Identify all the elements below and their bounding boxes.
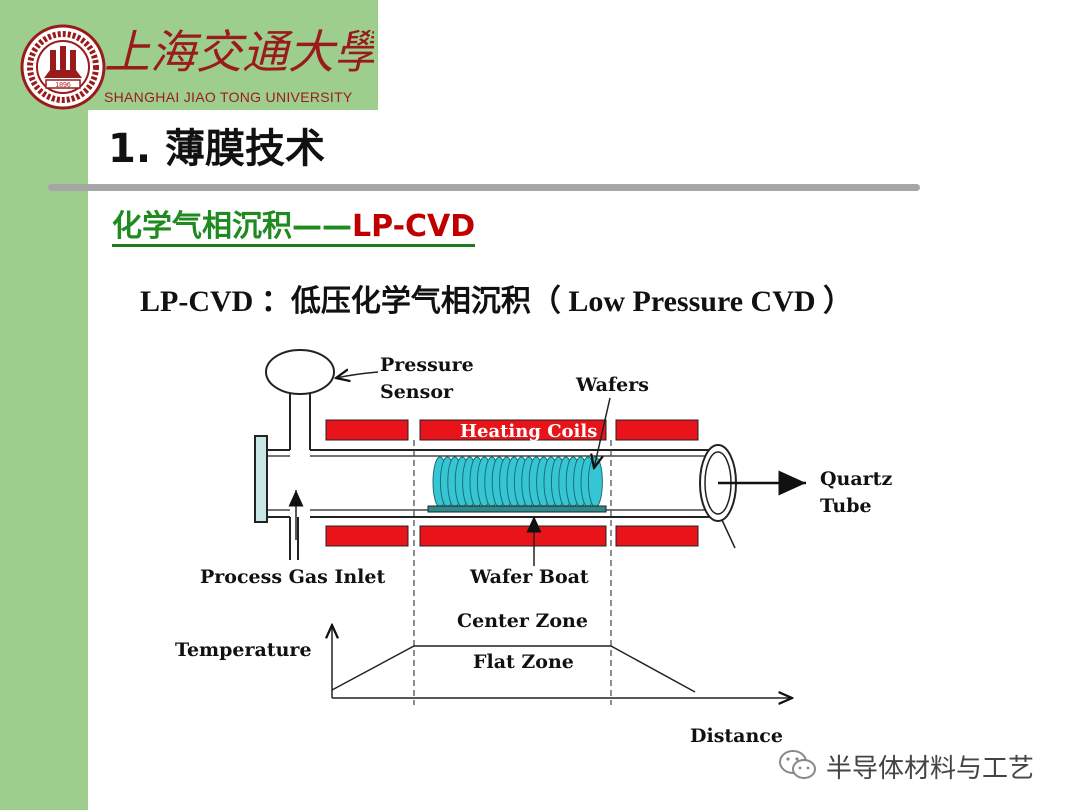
wechat-icon bbox=[779, 750, 816, 779]
label-heating-coils: Heating Coils bbox=[460, 421, 597, 442]
heater-bottom-right bbox=[615, 525, 699, 547]
label-wafers: Wafers bbox=[575, 374, 649, 396]
heater-top-left bbox=[325, 419, 409, 441]
subtitle-acronym: LP-CVD bbox=[352, 209, 476, 244]
label-quartz-tube-2: Tube bbox=[820, 495, 872, 517]
wafer-boat bbox=[427, 505, 607, 513]
university-seal-icon: 1896 bbox=[20, 24, 106, 110]
heater-top-center bbox=[419, 419, 607, 441]
pressure-sensor-stem bbox=[289, 393, 311, 450]
watermark-text: 半导体材料与工艺 bbox=[826, 754, 1035, 784]
label-temperature: Temperature bbox=[175, 639, 312, 661]
definition-en: Low Pressure CVD bbox=[560, 285, 824, 318]
seal-year: 1896 bbox=[55, 82, 71, 89]
heater-bottom-left bbox=[325, 525, 409, 547]
temperature-profile-line bbox=[331, 645, 696, 693]
definition-cn: 低压化学气相沉积（ bbox=[290, 284, 561, 319]
wafers-arrow bbox=[594, 397, 611, 468]
label-pressure-sensor-2: Sensor bbox=[380, 381, 454, 403]
wafer-stack bbox=[432, 456, 603, 508]
label-pressure-sensor-1: Pressure bbox=[380, 354, 474, 376]
slide-title: 1. 薄膜技术 bbox=[108, 126, 325, 172]
pressure-sensor-arrow bbox=[336, 372, 379, 378]
university-name-en: SHANGHAI JIAO TONG UNIVERSITY bbox=[104, 89, 353, 105]
label-process-gas-inlet: Process Gas Inlet bbox=[200, 566, 385, 588]
left-accent-bar bbox=[0, 0, 88, 810]
heater-top-right bbox=[615, 419, 699, 441]
gas-inlet-pipe bbox=[289, 517, 299, 560]
label-quartz-tube-1: Quartz bbox=[820, 468, 892, 490]
section-subtitle: 化学气相沉积——LP-CVD bbox=[112, 209, 476, 247]
heater-bottom-center bbox=[419, 525, 607, 547]
definition-term: LP-CVD ： bbox=[140, 285, 291, 318]
quartz-tube-pointer bbox=[721, 519, 736, 549]
title-divider bbox=[48, 184, 920, 191]
label-center-zone: Center Zone bbox=[457, 610, 588, 632]
university-logo-text: 上海交通大學 bbox=[104, 25, 374, 79]
university-name-cn: 上海交通大學 bbox=[104, 25, 374, 79]
label-flat-zone: Flat Zone bbox=[473, 651, 574, 673]
definition-close: ） bbox=[823, 284, 854, 319]
label-distance: Distance bbox=[690, 725, 783, 747]
definition-line: LP-CVD ：低压化学气相沉积（ Low Pressure CVD ） bbox=[140, 276, 853, 320]
end-flange bbox=[254, 435, 268, 523]
pressure-sensor-bulb bbox=[265, 349, 335, 395]
subtitle-cn: 化学气相沉积—— bbox=[112, 209, 352, 244]
label-wafer-boat: Wafer Boat bbox=[469, 566, 589, 588]
